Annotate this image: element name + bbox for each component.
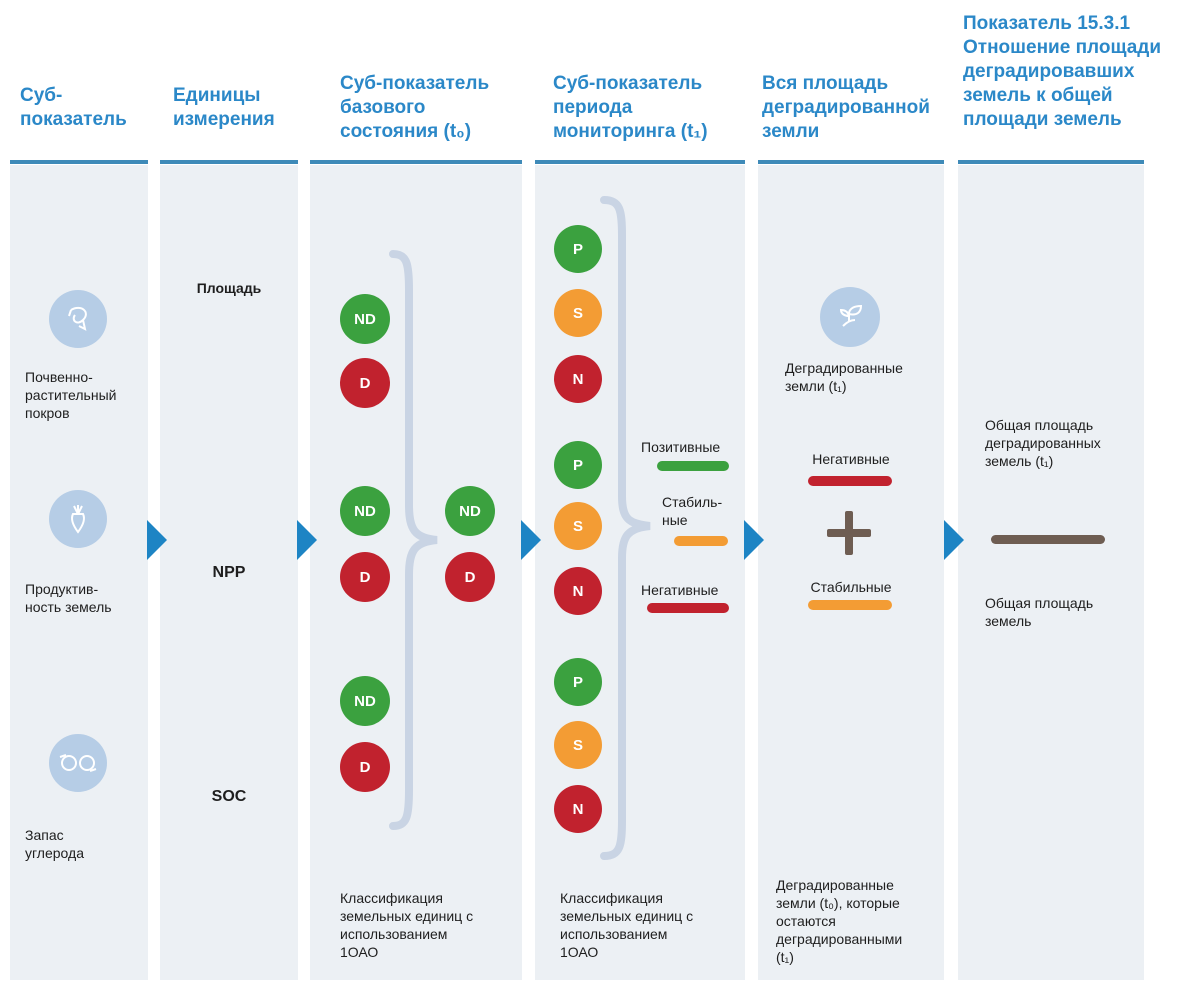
- badge-stable: S: [554, 721, 602, 769]
- header-underline: [758, 160, 944, 164]
- unit-area-label: Площадь: [196, 280, 262, 296]
- arrow-right-icon: [147, 520, 167, 560]
- arrow-right-icon: [297, 520, 317, 560]
- brace-icon: [600, 196, 651, 860]
- carbon-cycle-icon: [49, 734, 107, 792]
- legend-positive-bar: [657, 461, 729, 471]
- sprout-icon: [820, 287, 880, 347]
- badge-negative: N: [554, 567, 602, 615]
- header-indicator-15-3-1: Показатель 15.3.1 Отношение площади дегр…: [963, 13, 1162, 130]
- header-degraded-area: Вся площадь деградированной земли: [762, 73, 930, 142]
- legend-negative-label: Негативные: [641, 582, 719, 598]
- degraded-stable-label: Стабильные: [810, 579, 892, 595]
- badge-degraded: D: [340, 742, 390, 792]
- carrot-icon: [49, 490, 107, 548]
- subindicator-carbon-label: Запас углерода: [25, 827, 84, 861]
- brace-icon: [389, 250, 438, 830]
- badge-degraded: D: [340, 358, 390, 408]
- header-underline: [10, 160, 148, 164]
- badge-negative: N: [554, 785, 602, 833]
- badge-not-degraded: ND: [340, 676, 390, 726]
- header-underline: [160, 160, 298, 164]
- ratio-numerator: Общая площадь деградированных земель (t₁…: [985, 417, 1101, 469]
- header-underline: [310, 160, 522, 164]
- arrow-right-icon: [744, 520, 764, 560]
- header-units: Единицы измерения: [173, 85, 275, 130]
- badge-stable: S: [554, 502, 602, 550]
- badge-degraded-result: D: [445, 552, 495, 602]
- leaf-cycle-icon: [49, 290, 107, 348]
- header-underline: [535, 160, 745, 164]
- ratio-fraction-line: [991, 535, 1105, 544]
- column-units: [160, 165, 298, 980]
- column-ratio: [958, 165, 1144, 980]
- degraded-negative-bar: [808, 476, 892, 486]
- header-underline: [958, 160, 1144, 164]
- ratio-denominator: Общая площадь земель: [985, 595, 1094, 629]
- badge-degraded: D: [340, 552, 390, 602]
- subindicator-land-cover-label: Почвенно- растительный покров: [25, 369, 117, 421]
- badge-stable: S: [554, 289, 602, 337]
- subindicator-productivity-label: Продуктив- ность земель: [25, 581, 112, 615]
- badge-not-degraded: ND: [340, 294, 390, 344]
- badge-negative: N: [554, 355, 602, 403]
- arrow-right-icon: [521, 520, 541, 560]
- arrow-right-icon: [944, 520, 964, 560]
- header-baseline: Суб-показатель базового состояния (t₀): [340, 73, 490, 142]
- badge-not-degraded: ND: [340, 486, 390, 536]
- badge-positive: P: [554, 441, 602, 489]
- header-monitoring: Суб-показатель периода мониторинга (t₁): [553, 73, 708, 142]
- degraded-land-title: Деградированные земли (t₁): [785, 360, 903, 394]
- degraded-caption: Деградированные земли (t₀), которые оста…: [776, 877, 903, 965]
- legend-negative-bar: [647, 603, 729, 613]
- header-subindicator: Суб- показатель: [20, 85, 127, 130]
- badge-positive: P: [554, 225, 602, 273]
- unit-soc-label: SOC: [211, 788, 247, 805]
- badge-positive: P: [554, 658, 602, 706]
- unit-npp-label: NPP: [212, 564, 246, 581]
- baseline-caption: Классификация земельных единиц с использ…: [340, 890, 474, 960]
- plus-icon: [827, 511, 871, 555]
- legend-stable-label: Стабиль- ные: [662, 494, 723, 528]
- monitoring-caption: Классификация земельных единиц с использ…: [560, 890, 694, 960]
- badge-not-degraded-result: ND: [445, 486, 495, 536]
- degraded-negative-label: Негативные: [812, 451, 890, 467]
- degraded-stable-bar: [808, 600, 892, 610]
- legend-stable-bar: [674, 536, 728, 546]
- legend-positive-label: Позитивные: [641, 439, 721, 455]
